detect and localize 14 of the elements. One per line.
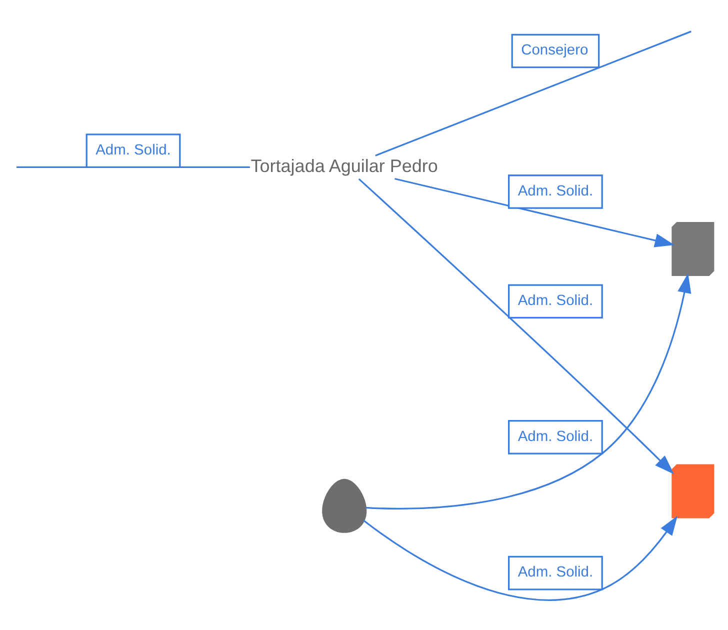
node-person: [322, 478, 367, 532]
arrow: [363, 515, 678, 600]
connector: [375, 30, 692, 156]
edge-label: Adm. Solid.: [518, 564, 594, 580]
arrow: [366, 272, 692, 509]
edge-label: Adm. Solid.: [518, 182, 594, 199]
edge-label: Adm. Solid.: [518, 428, 594, 444]
connector: [16, 166, 250, 168]
edge-label: Adm. Solid.: [518, 292, 594, 308]
arrow: [394, 177, 674, 247]
edge-label: Consejero: [521, 42, 588, 58]
edge-label: Adm. Solid.: [96, 142, 171, 158]
arrow: [358, 178, 674, 474]
node-text: Tortajada Aguilar Pedro: [250, 155, 438, 176]
